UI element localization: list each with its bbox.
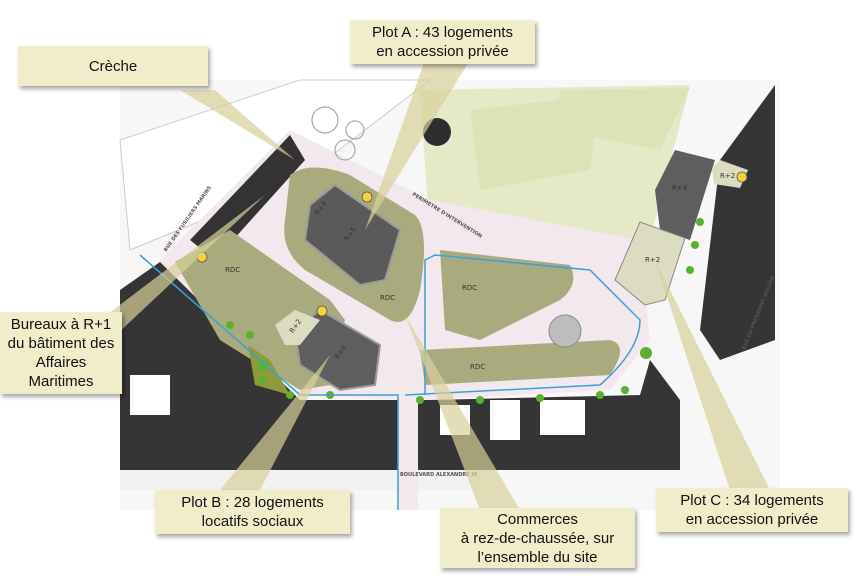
street-label-boulevard: BOULEVARD ALEXANDRE III <box>400 472 477 478</box>
rdc-south-label: RDC <box>470 363 485 371</box>
plot-b-r2 <box>275 310 320 345</box>
callout-commerces: Commerces à rez-de-chaussée, sur l’ensem… <box>440 508 635 568</box>
plot-c-r4-label: R+4 <box>672 184 688 192</box>
garden <box>248 345 290 395</box>
plot-c-building-r2 <box>614 221 686 306</box>
callout-bureaux-line1: Bureaux à R+1 <box>10 316 112 333</box>
callout-commerces-line1: Commerces <box>497 510 578 528</box>
plot-a-rdc-label: RDC <box>380 294 395 302</box>
plot-c-r2-label: R+2 <box>645 256 660 264</box>
park-trees <box>311 106 365 161</box>
callout-bureaux: Bureaux à R+1 du bâtiment des Affaires M… <box>0 312 122 394</box>
building-row-east <box>700 85 775 360</box>
callout-bureaux-line2: du bâtiment des <box>7 335 115 352</box>
roundabout <box>423 118 451 146</box>
courtyard <box>130 375 170 415</box>
callout-plot-a-line2: en accession privée <box>376 43 509 60</box>
boulevard <box>120 470 480 490</box>
callout-plot-b: Plot B : 28 logements locatifs sociaux <box>155 490 350 534</box>
plot-a-building <box>303 183 402 287</box>
building-row-south <box>120 262 430 470</box>
callout-plot-b-line1: Plot B : 28 logements <box>181 494 324 511</box>
plot-b-rdc-label: RDC <box>225 266 240 274</box>
callout-creche: Crèche <box>18 46 208 86</box>
callout-plot-a: Plot A : 43 logements en accession privé… <box>350 20 535 64</box>
callout-commerces-line2: à rez-de-chaussée, sur <box>460 529 615 547</box>
callout-plot-c: Plot C : 34 logements en accession privé… <box>656 488 848 532</box>
callout-bureaux-line4: Maritimes <box>28 373 94 390</box>
callout-commerces-line3: l’ensemble du site <box>477 548 598 566</box>
fountain <box>548 314 582 348</box>
cycle-path <box>139 254 641 510</box>
building <box>190 135 305 260</box>
callout-plot-b-line2: locatifs sociaux <box>201 513 304 530</box>
courtyard <box>490 400 520 440</box>
rdc-block-north <box>440 250 574 340</box>
callout-plot-a-line1: Plot A : 43 logements <box>372 24 513 41</box>
plot-c-r2-small-label: R+2 <box>720 172 735 180</box>
courtyard <box>540 400 585 435</box>
callout-bureaux-line3: Affaires <box>35 354 87 371</box>
callout-pointers <box>100 60 770 510</box>
callout-plot-c-line2: en accession privée <box>685 511 819 528</box>
rdc-block-south <box>420 340 620 385</box>
bike-parking-icons <box>196 171 748 317</box>
plot-c-building-r4 <box>655 150 715 240</box>
rdc-north-label: RDC <box>462 284 477 292</box>
trees <box>226 218 704 404</box>
callout-creche-text: Crèche <box>88 57 138 75</box>
pedestrian-passage <box>398 400 418 510</box>
park-lawn <box>555 88 690 150</box>
callout-plot-c-line1: Plot C : 34 logements <box>680 492 824 509</box>
